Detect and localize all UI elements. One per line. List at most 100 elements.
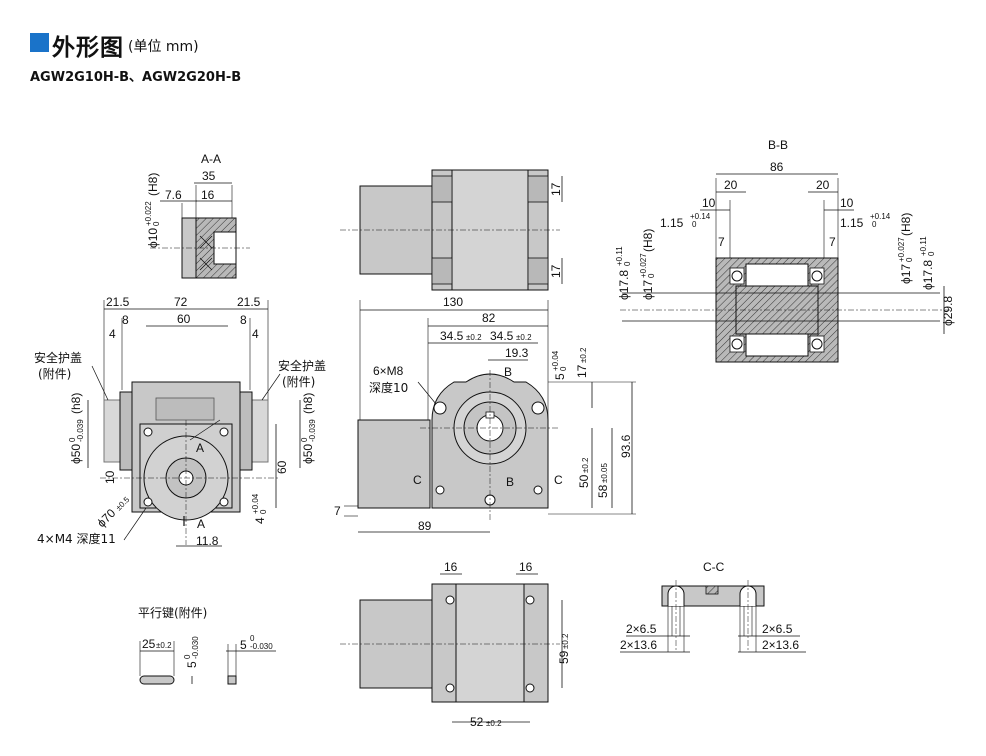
btv-dim-59: 59 bbox=[557, 650, 571, 664]
fv-phi70-tol: ±0.5 bbox=[114, 495, 132, 513]
cc-dim-13-6-left: 2×13.6 bbox=[620, 638, 657, 652]
key-dim-25-tol: ±0.2 bbox=[156, 641, 172, 650]
key-dim-25: 25 bbox=[142, 637, 156, 651]
fv-phi50-right-h8: (h8) bbox=[301, 393, 315, 414]
key-dim-5-b-tol-up: 0 bbox=[250, 634, 255, 643]
fv-dim-4-v: 4 bbox=[253, 517, 267, 524]
cover-left-label-1: 安全护盖 bbox=[34, 350, 82, 365]
front-view: 21.5 72 21.5 8 60 8 4 4 安全护盖 (附件) 安全护盖 bbox=[34, 295, 326, 548]
bb-phi17-8-right: ϕ17.8 bbox=[921, 260, 935, 290]
sv-dim-82: 82 bbox=[482, 311, 496, 325]
sv-dim-34-5-right-tol: ±0.2 bbox=[516, 333, 532, 342]
aa-dim-16: 16 bbox=[201, 188, 215, 202]
aa-dim-35: 35 bbox=[202, 169, 216, 183]
bb-dim-86: 86 bbox=[770, 160, 784, 174]
fv-dim-4-left: 4 bbox=[109, 327, 116, 341]
sv-section-b-top: B bbox=[504, 365, 512, 379]
tv-dim-17-top: 17 bbox=[549, 182, 563, 196]
fv-dim-60-v: 60 bbox=[275, 460, 289, 474]
bb-tol-0-14-left-up: +0.14 bbox=[690, 212, 711, 221]
fv-dim-4-right: 4 bbox=[252, 327, 259, 341]
sv-dim-5: 5 bbox=[553, 373, 567, 380]
bb-dim-10-left: 10 bbox=[702, 196, 716, 210]
fv-phi50-right: ϕ50 bbox=[301, 444, 315, 464]
fv-dim-10: 10 bbox=[103, 470, 117, 484]
sv-dim-5-tol-lo: 0 bbox=[559, 366, 568, 371]
fv-dim-21-5-left: 21.5 bbox=[106, 295, 130, 309]
bb-phi17-8-left: ϕ17.8 bbox=[617, 270, 631, 300]
cc-dim-6-5-left: 2×6.5 bbox=[626, 622, 657, 636]
sv-dim-58: 58 bbox=[596, 484, 610, 498]
section-bb-view: B-B 86 20 20 10 10 1.15 +0.14 0 1.15 +0.… bbox=[615, 138, 955, 363]
bb-dim-7-right: 7 bbox=[829, 235, 836, 249]
bb-tol-0-14-right-lo: 0 bbox=[872, 220, 877, 229]
sv-dim-17: 17 bbox=[575, 364, 589, 378]
fv-phi50-right-tol-up: 0 bbox=[300, 437, 309, 442]
fv-dim-4-v-tol-lo: 0 bbox=[259, 509, 268, 514]
header-square-icon bbox=[30, 33, 49, 52]
bb-h8-right: (H8) bbox=[899, 213, 913, 236]
page-title: 外形图 bbox=[52, 35, 124, 61]
sv-dim-89: 89 bbox=[418, 519, 432, 533]
bb-tol-0-14-left-lo: 0 bbox=[692, 220, 697, 229]
sv-dim-34-5-left-tol: ±0.2 bbox=[466, 333, 482, 342]
aa-phi10: ϕ10 bbox=[146, 228, 160, 248]
bb-phi17-left: ϕ17 bbox=[641, 280, 655, 300]
top-view: 17 17 bbox=[340, 169, 563, 291]
side-view: 130 82 34.5 ±0.2 34.5 ±0.2 19.3 B B C C … bbox=[334, 295, 636, 533]
bb-tol-0-14-right-up: +0.14 bbox=[870, 212, 891, 221]
btv-dim-52: 52 bbox=[470, 715, 484, 729]
bb-dim-20-left: 20 bbox=[724, 178, 738, 192]
key-dim-5-a: 5 bbox=[185, 661, 199, 668]
section-bb-label: B-B bbox=[768, 138, 788, 152]
sv-dim-50-tol: ±0.2 bbox=[581, 457, 590, 473]
section-aa-label: A-A bbox=[201, 152, 221, 166]
sv-dim-34-5-left: 34.5 bbox=[440, 329, 464, 343]
model-label: AGW2G10H-B、AGW2G20H-B bbox=[30, 70, 242, 85]
fv-phi50-left-h8: (h8) bbox=[69, 393, 83, 414]
sv-dim-19-3: 19.3 bbox=[505, 346, 529, 360]
sv-holes-label-2: 深度10 bbox=[369, 380, 408, 395]
aa-dim-7-6: 7.6 bbox=[165, 188, 182, 202]
bb-phi17-left-tol-up: +0.027 bbox=[639, 253, 648, 278]
btv-dim-59-tol: ±0.2 bbox=[561, 633, 570, 649]
bb-dim-1-15-left: 1.15 bbox=[660, 216, 684, 230]
sv-holes-label-1: 6×M8 bbox=[373, 364, 404, 378]
bb-phi29-8: ϕ29.8 bbox=[941, 296, 955, 326]
fv-phi50-right-tol-lo: -0.039 bbox=[308, 419, 317, 442]
section-cc-view: C-C 2×6.5 2×13.6 2×6.5 2×13.6 bbox=[620, 560, 806, 653]
fv-dim-60: 60 bbox=[177, 312, 191, 326]
bb-dim-1-15-right: 1.15 bbox=[840, 216, 864, 230]
bb-phi17-right-tol-lo: 0 bbox=[905, 257, 914, 262]
sv-section-c-left: C bbox=[413, 473, 422, 487]
sv-dim-7: 7 bbox=[334, 504, 341, 518]
aa-tol-lo: 0 bbox=[152, 221, 161, 226]
sv-section-b-bottom: B bbox=[506, 475, 514, 489]
key-dim-5-b-tol-lo: -0.030 bbox=[250, 642, 273, 651]
sv-dim-58-tol: ±0.05 bbox=[600, 462, 609, 483]
sv-dim-34-5-right: 34.5 bbox=[490, 329, 514, 343]
tv-dim-17-bottom: 17 bbox=[549, 264, 563, 278]
aa-tol-up: +0.022 bbox=[144, 201, 153, 226]
fv-dim-21-5-right: 21.5 bbox=[237, 295, 261, 309]
key-dim-5-a-tol-up: 0 bbox=[183, 654, 192, 659]
fv-dim-72: 72 bbox=[174, 295, 188, 309]
key-dim-5-b: 5 bbox=[240, 638, 247, 652]
key-dim-5-a-tol-lo: -0.030 bbox=[191, 636, 200, 659]
cover-right-label-2: (附件) bbox=[282, 375, 315, 389]
section-aa-view: A-A 35 7.6 16 ϕ10 +0.022 0 (H8) bbox=[144, 152, 250, 279]
cc-dim-13-6-right: 2×13.6 bbox=[762, 638, 799, 652]
sv-dim-50: 50 bbox=[577, 474, 591, 488]
btv-dim-16-right: 16 bbox=[519, 560, 533, 574]
bb-phi17-left-tol-lo: 0 bbox=[647, 273, 656, 278]
sv-section-c-right: C bbox=[554, 473, 563, 487]
fv-dim-11-8: 11.8 bbox=[196, 534, 219, 548]
btv-dim-52-tol: ±0.2 bbox=[486, 719, 502, 728]
fv-dim-8-right: 8 bbox=[240, 313, 247, 327]
cc-dim-6-5-right: 2×6.5 bbox=[762, 622, 793, 636]
bb-dim-20-right: 20 bbox=[816, 178, 830, 192]
btv-dim-16-left: 16 bbox=[444, 560, 458, 574]
key-title: 平行键(附件) bbox=[138, 606, 207, 620]
fv-holes-label: 4×M4 深度11 bbox=[37, 531, 116, 546]
fv-phi70: ϕ70 bbox=[94, 506, 118, 530]
